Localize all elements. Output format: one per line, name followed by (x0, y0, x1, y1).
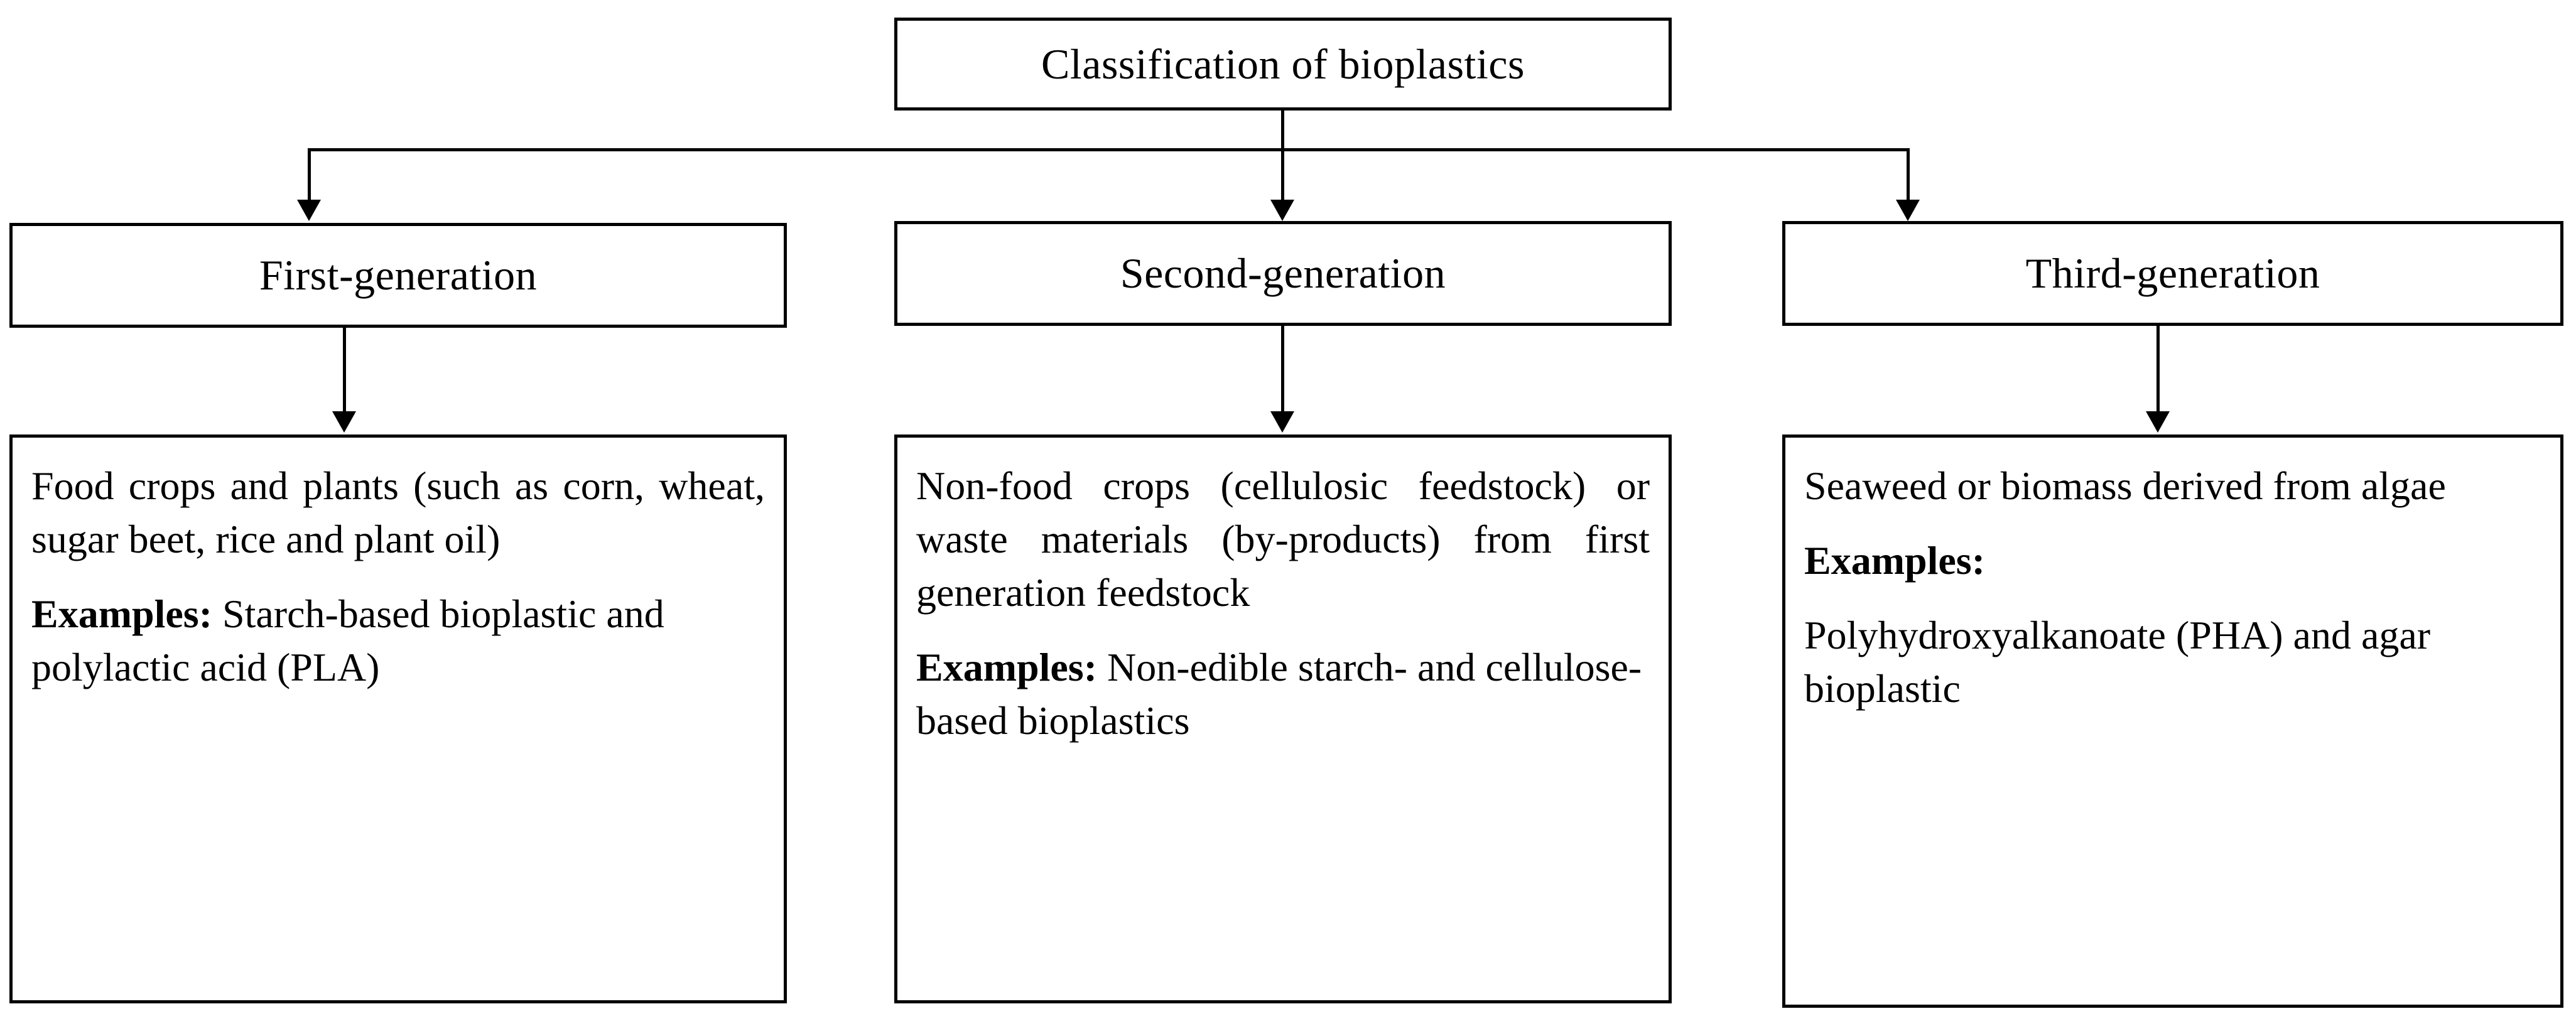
arrowhead-third-generation (1896, 200, 1920, 221)
connector-branch-third-generation (1907, 148, 1910, 202)
connector-second-generation-to-detail (1281, 326, 1284, 414)
generation-node-second: Second-generation (894, 221, 1672, 326)
root-node-label: Classification of bioplastics (1041, 40, 1525, 88)
arrowhead-third-generation-detail (2146, 411, 2170, 433)
detail-first-examples: Examples: Starch-based bioplastic and po… (31, 587, 765, 694)
detail-second-examples: Examples: Non-edible starch- and cellulo… (916, 640, 1650, 747)
arrowhead-second-generation-detail (1270, 411, 1294, 433)
generation-node-second-label: Second-generation (1120, 249, 1446, 298)
connector-first-generation-to-detail (343, 326, 346, 414)
connector-branch-second-generation (1281, 148, 1284, 202)
detail-first-examples-text: Starch-based bioplastic and polylactic a… (31, 591, 664, 690)
detail-node-first-generation: Food crops and plants (such as corn, whe… (9, 435, 787, 1003)
detail-first-examples-label: Examples: (31, 591, 212, 637)
connector-root-stem (1281, 111, 1284, 151)
arrowhead-second-generation (1270, 200, 1294, 221)
detail-third-description: Seaweed or biomass derived from algae (1804, 463, 2446, 508)
root-node-classification-of-bioplastics: Classification of bioplastics (894, 18, 1672, 111)
generation-node-first-label: First-generation (259, 251, 538, 300)
connector-third-generation-to-detail (2157, 326, 2160, 414)
detail-node-third-generation: Seaweed or biomass derived from algae Ex… (1782, 435, 2563, 1008)
detail-second-examples-text: Non-edible starch- and cellulose-based b… (916, 645, 1642, 743)
detail-third-examples-text: Polyhydroxyalkanoate (PHA) and agar biop… (1804, 613, 2431, 711)
detail-first-description: Food crops and plants (such as corn, whe… (31, 463, 765, 562)
connector-horizontal-bus (308, 148, 1910, 151)
generation-node-third: Third-generation (1782, 221, 2563, 326)
arrowhead-first-generation-detail (332, 411, 356, 433)
detail-second-examples-label: Examples: (916, 645, 1097, 690)
connector-branch-first-generation (308, 148, 311, 202)
generation-node-first: First-generation (9, 223, 787, 328)
detail-third-examples-label: Examples: (1804, 538, 1985, 583)
generation-node-third-label: Third-generation (2025, 249, 2320, 298)
detail-second-description: Non-food crops (cellulosic feedstock) or… (916, 463, 1650, 615)
detail-node-second-generation: Non-food crops (cellulosic feedstock) or… (894, 435, 1672, 1003)
arrowhead-first-generation (297, 200, 321, 221)
